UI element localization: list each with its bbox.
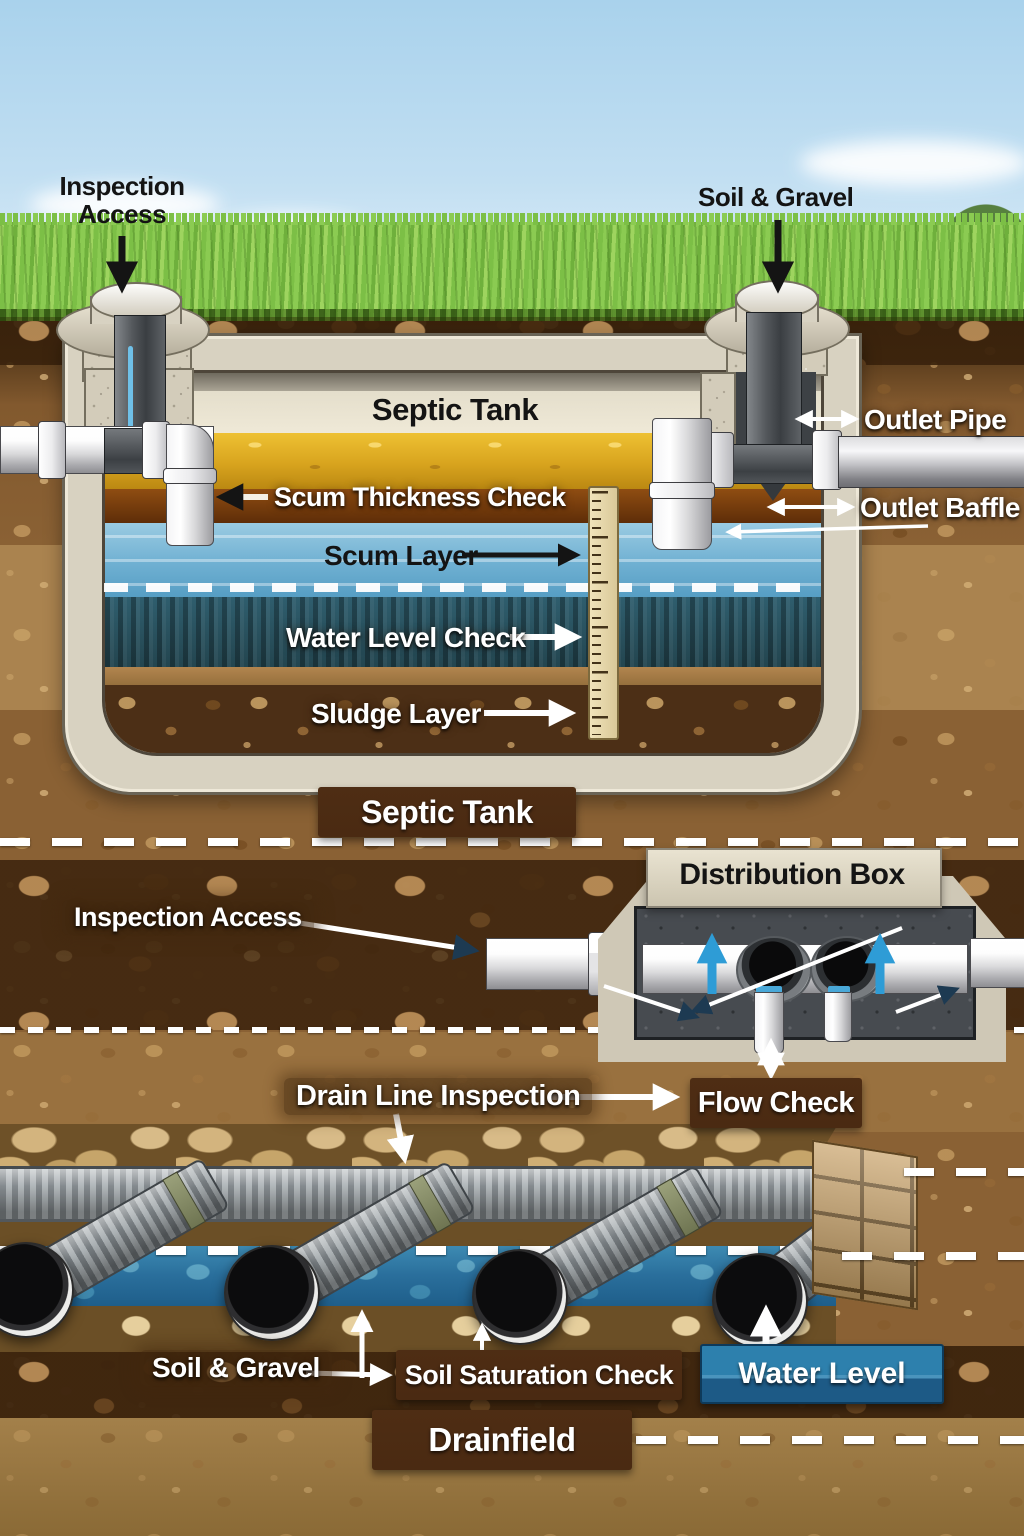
scum-waterline-dashes bbox=[104, 583, 816, 592]
caption-flow-check: Flow Check bbox=[690, 1078, 862, 1128]
outlet-pipe-run bbox=[838, 436, 1024, 488]
lateral-pipe-opening bbox=[224, 1245, 320, 1341]
tank-lid-shadow bbox=[105, 373, 821, 391]
caption-water-level: Water Level bbox=[700, 1344, 944, 1404]
caption-drainfield: Drainfield bbox=[372, 1410, 632, 1470]
dbox-drop-pipe bbox=[824, 992, 852, 1042]
waterline-dash-right bbox=[842, 1252, 1024, 1260]
boundary-dash-mid bbox=[0, 1027, 612, 1033]
left-inlet-chamber-wall bbox=[164, 368, 194, 428]
label-inspection-access-top: Inspection Access bbox=[59, 171, 185, 230]
label-water-level-check: Water Level Check bbox=[286, 622, 526, 653]
lateral-pipe-opening bbox=[472, 1249, 568, 1345]
dbox-drop-pipe bbox=[754, 992, 784, 1054]
inlet-baffle-coupling bbox=[163, 468, 217, 484]
sludge-layer-fill bbox=[105, 685, 821, 753]
label-soil-gravel-bottom: Soil & Gravel bbox=[140, 1350, 332, 1386]
caption-septic-tank: Septic Tank bbox=[318, 787, 576, 837]
label-scum-thickness-check: Scum Thickness Check bbox=[274, 482, 566, 512]
effluent-lower-layer bbox=[105, 597, 821, 667]
lateral-pipe-opening bbox=[712, 1253, 808, 1349]
dbox-outlet-pipe bbox=[970, 938, 1024, 988]
drainfield-waterline-dashes bbox=[0, 1246, 836, 1255]
inlet-gauge-line bbox=[128, 346, 133, 458]
label-soil-gravel-top: Soil & Gravel bbox=[698, 182, 854, 212]
label-scum-layer: Scum Layer bbox=[324, 540, 478, 571]
label-drain-line-inspection: Drain Line Inspection bbox=[284, 1078, 593, 1115]
inlet-pipe-coupling bbox=[38, 421, 66, 479]
label-outlet-pipe: Outlet Pipe bbox=[864, 404, 1007, 435]
inlet-baffle bbox=[166, 424, 214, 546]
measuring-stick bbox=[588, 486, 619, 740]
label-septic-tank-title: Septic Tank bbox=[371, 392, 539, 427]
label-inspection-access-mid: Inspection Access bbox=[62, 900, 314, 935]
boundary-dash-bottom bbox=[636, 1436, 1024, 1444]
label-outlet-baffle: Outlet Baffle bbox=[860, 492, 1020, 523]
drainfield-gravel-lower bbox=[0, 1306, 836, 1352]
boundary-dash-drainfield-right bbox=[904, 1168, 1024, 1176]
drainfield-block-wall bbox=[812, 1139, 918, 1311]
outlet-tee-fitting bbox=[726, 444, 822, 484]
label-distribution-box: Distribution Box bbox=[679, 858, 905, 891]
label-sludge-layer: Sludge Layer bbox=[311, 698, 481, 729]
sludge-top-band bbox=[105, 667, 821, 685]
distribution-box-title-plate bbox=[646, 848, 942, 908]
outlet-riser-pipe bbox=[746, 312, 802, 462]
caption-soil-saturation-check: Soil Saturation Check bbox=[396, 1350, 682, 1400]
boundary-dash-septic bbox=[0, 838, 1024, 846]
outlet-baffle-coupling bbox=[649, 482, 715, 499]
grass-band bbox=[0, 213, 1024, 321]
